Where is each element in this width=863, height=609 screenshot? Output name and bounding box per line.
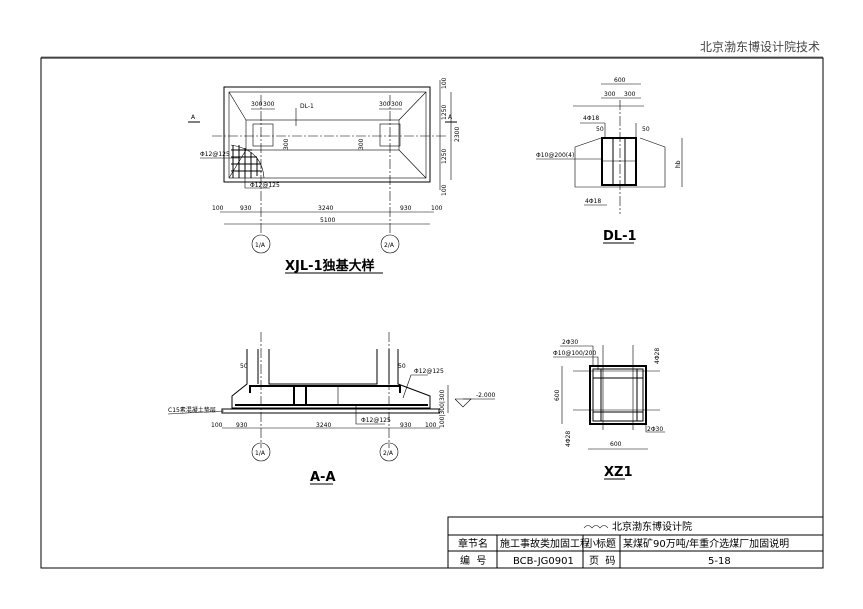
xjl1-rdim-3: 1250 [441, 149, 448, 164]
xjl1-beam-dim1: 300 [283, 138, 290, 150]
xz1-dim-width: 600 [610, 441, 622, 448]
dl1-cover-left: 50 [596, 126, 604, 133]
xz1-bars-right: 4Φ28 [654, 348, 661, 364]
xjl1-dim-tl2: 300 [263, 101, 275, 108]
xjl1-section-left: A [191, 114, 196, 121]
dl1-dim-total: 600 [614, 77, 626, 84]
aa-title: A-A [310, 470, 336, 485]
aa-rebar-bottom: Φ12@125 [361, 417, 391, 424]
chapter-value: 施工事故类加固工程 [500, 537, 590, 550]
xjl1-title: XJL-1独基大样 [285, 258, 375, 274]
xz1-dim-height: 600 [554, 389, 561, 401]
aa-axis-1: 1/A [255, 450, 266, 457]
xjl1-dim-tr: 300 [379, 101, 391, 108]
xjl1-rebar-2: Φ12@125 [250, 182, 280, 189]
page-value: 5-18 [708, 556, 731, 567]
xjl1-axis-2: 2/A [384, 242, 395, 249]
xjl1-plan: Φ12@125 Φ12@125 300 300 300 300 DL-1 300… [188, 77, 461, 274]
number-value: BCB-JG0901 [513, 556, 574, 567]
xjl1-bdim-5: 100 [431, 205, 443, 212]
xjl1-rebar-1: Φ12@125 [200, 151, 230, 158]
aa-cushion [221, 408, 440, 414]
xjl1-total-dim: 5100 [320, 217, 335, 224]
dl1-bottom-bars: 4Φ18 [585, 198, 601, 205]
aa-bdim-5: 100 [425, 422, 437, 429]
xz1-section: 2Φ30 Φ10@100/200 4Φ28 600 4Φ28 2Φ30 600 … [553, 339, 665, 480]
xjl1-bdim-3: 3240 [318, 205, 333, 212]
xjl1-beam-label: DL-1 [300, 103, 314, 110]
xz1-bars-left: 4Φ28 [565, 431, 572, 447]
header-org-title: 北京渤东博设计院技术 [700, 39, 820, 54]
aa-elevation: -2.000 [476, 392, 496, 399]
xjl1-rdim-2: 1250 [441, 105, 448, 120]
dl1-beam [601, 137, 637, 186]
aa-bdim-1: 100 [211, 422, 223, 429]
xjl1-rdim-4: 100 [441, 184, 448, 196]
xjl1-section-right: A [448, 114, 453, 121]
dl1-dim-2: 300 [624, 91, 636, 98]
title-block: 北京渤东博设计院 章节名 施工事故类加固工程 小标题 某煤矿90万吨/年重介选煤… [447, 516, 824, 569]
xz1-bars-top: 2Φ30 [562, 339, 578, 346]
rebar-hatch [230, 144, 265, 179]
aa-right-dims: 100|300|300 [439, 389, 446, 428]
page-label: 页 码 [589, 555, 615, 567]
aa-bdim-4: 930 [400, 422, 412, 429]
dl1-section: 600 300 300 4Φ18 50 50 Φ10@200(4) 4Φ18 h… [536, 77, 683, 244]
xjl1-rdim-total: 2300 [454, 127, 461, 142]
aa-cushion-label: C15素混凝土垫层 [168, 406, 216, 414]
institute-name: 北京渤东博设计院 [612, 520, 692, 533]
dl1-height-label: hb [675, 160, 682, 168]
aa-cover-right: 50 [398, 363, 406, 370]
aa-rebar-top: Φ12@125 [414, 368, 444, 375]
xz1-title: XZ1 [604, 465, 633, 480]
xz1-bars-bottom: 2Φ30 [647, 426, 663, 433]
aa-bdim-3: 3240 [316, 422, 331, 429]
xjl1-bdim-1: 100 [212, 205, 224, 212]
xjl1-axis-1: 1/A [255, 242, 266, 249]
dl1-dim-1: 300 [604, 91, 616, 98]
dl1-top-bars: 4Φ18 [583, 115, 599, 122]
dl1-title: DL-1 [603, 229, 637, 244]
dl1-cover-right: 50 [642, 126, 650, 133]
column-1 [252, 123, 274, 147]
sheet-frame [40, 57, 824, 569]
xz1-stirrup: Φ10@100/200 [553, 350, 596, 357]
institute-logo-icon [583, 525, 609, 529]
xjl1-beam-dim2: 300 [358, 138, 365, 150]
xjl1-dim-tl: 300 [251, 101, 263, 108]
xjl1-bdim-2: 930 [240, 205, 252, 212]
number-label: 编 号 [460, 554, 486, 567]
subtitle-value: 某煤矿90万吨/年重介选煤厂加固说明 [623, 537, 789, 550]
dl1-stirrup: Φ10@200(4) [536, 152, 574, 159]
chapter-label: 章节名 [458, 537, 488, 550]
aa-axis-2: 2/A [383, 450, 394, 457]
aa-section: 50 50 Φ12@125 Φ12@125 C15素混凝土垫层 -2.000 1… [167, 332, 496, 485]
xjl1-bdim-4: 930 [400, 205, 412, 212]
xz1-column [589, 365, 647, 425]
xjl1-dim-tr2: 300 [391, 101, 403, 108]
subtitle-label: 小标题 [586, 538, 616, 550]
aa-cover-left: 50 [240, 363, 248, 370]
aa-bdim-2: 930 [236, 422, 248, 429]
xjl1-rdim-1: 100 [441, 77, 448, 89]
